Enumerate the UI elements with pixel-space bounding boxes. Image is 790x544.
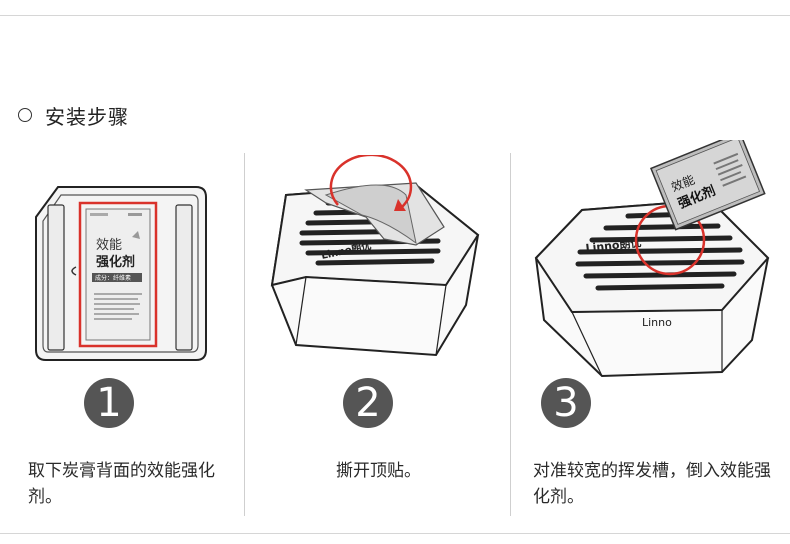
step-1-caption: 取下炭膏背面的效能强化剂。: [28, 461, 215, 507]
brand-logo: Linno朗优: [585, 235, 642, 255]
step-3-illustration: Linno朗优 Linno 效能 强化剂: [532, 140, 782, 380]
step-number-badge: 3: [541, 378, 591, 428]
step-1-illustration: 效能 强化剂 成分：纤维素: [28, 175, 213, 365]
circle-bullet-icon: [18, 108, 32, 122]
column-divider: [510, 153, 511, 516]
step-2-caption: 撕开顶贴。: [336, 461, 421, 481]
step-3-caption: 对准较宽的挥发槽，倒入效能强化剂。: [533, 461, 771, 507]
card-tag: 成分：纤维素: [95, 274, 131, 282]
step-number-badge: 2: [343, 378, 393, 428]
card-title-line1: 效能: [96, 238, 122, 253]
brand-front-label: Linno: [642, 316, 672, 329]
card-title-line2: 强化剂: [96, 254, 135, 270]
step-number-badge: 1: [84, 378, 134, 428]
column-divider: [244, 153, 245, 516]
section-title: 安装步骤: [45, 104, 129, 129]
top-divider: [0, 15, 790, 16]
section-header: 安装步骤: [18, 100, 129, 130]
bottom-divider: [0, 533, 790, 534]
step-2-illustration: Linno朗优: [266, 155, 492, 365]
